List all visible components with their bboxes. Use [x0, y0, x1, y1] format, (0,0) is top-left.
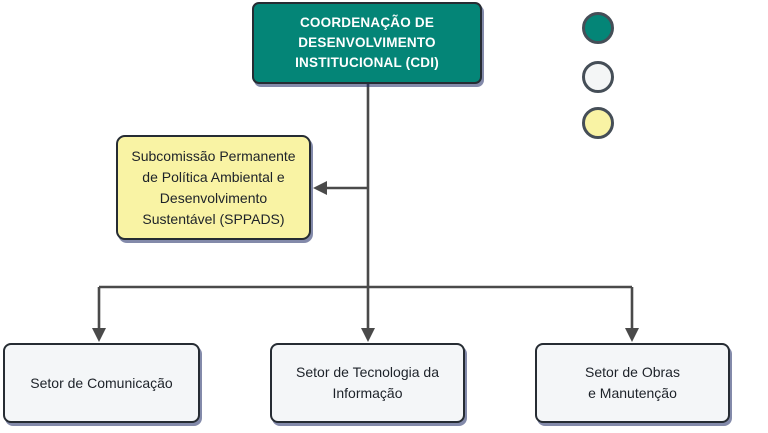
org-node-setor-tecnologia-line: Setor de Tecnologia da	[296, 364, 439, 380]
org-node-setor-comunicacao-line: Setor de Comunicação	[30, 374, 173, 391]
org-node-setor-obras: Setor de Obras e Manutenção	[535, 343, 730, 423]
legend-white-dot	[582, 61, 614, 93]
org-node-sppads-line: Sustentável (SPPADS)	[142, 210, 285, 227]
org-node-sppads-line: de Política Ambiental e	[142, 168, 285, 185]
org-node-setor-obras-line: e Manutenção	[588, 385, 677, 401]
org-node-sppads-line: Subcomissão Permanente	[131, 147, 296, 164]
org-node-cdi-line: INSTITUCIONAL (CDI)	[295, 55, 439, 70]
legend-yellow-dot	[582, 107, 614, 139]
org-node-setor-comunicacao: Setor de Comunicação	[3, 343, 200, 423]
org-node-sppads-line: Desenvolvimento	[159, 189, 268, 206]
org-node-setor-tecnologia-line: Informação	[332, 385, 403, 401]
org-node-sppads: Subcomissão Permanente de Política Ambie…	[116, 135, 311, 240]
org-node-setor-obras-line: Setor de Obras	[585, 364, 680, 380]
legend-teal-dot	[582, 12, 614, 44]
org-node-cdi-line: DESENVOLVIMENTO	[298, 35, 436, 50]
arrowhead-right-sector	[625, 328, 639, 342]
arrowhead-left-sector	[92, 328, 106, 342]
arrowhead-middle-sector	[361, 328, 375, 342]
org-node-cdi-line: COORDENAÇÃO DE	[299, 15, 435, 30]
org-node-cdi: COORDENAÇÃO DE DESENVOLVIMENTO INSTITUCI…	[252, 2, 482, 84]
arrowhead-sppads	[313, 181, 327, 195]
org-node-setor-tecnologia: Setor de Tecnologia da Informação	[270, 343, 465, 423]
